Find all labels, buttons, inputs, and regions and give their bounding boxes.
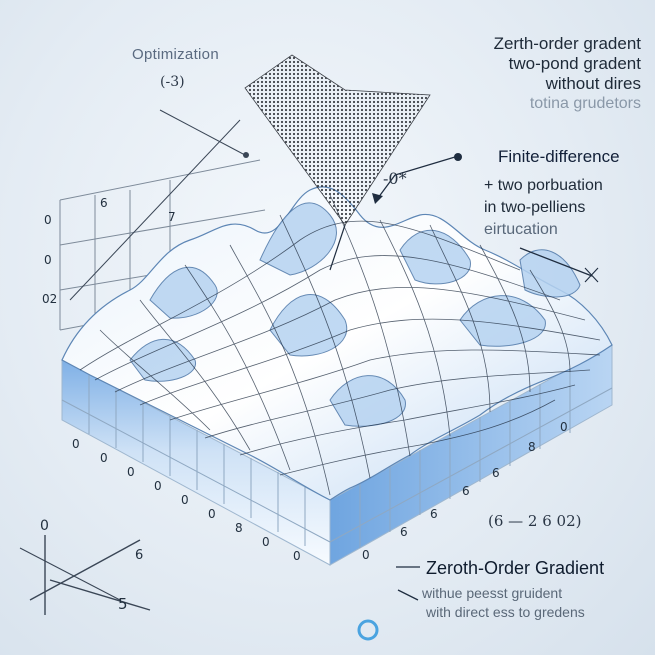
right-text-line-4: totina grudetors — [529, 95, 641, 112]
front-tick-label: 0 — [127, 465, 135, 479]
side-tick-label: 0 — [560, 420, 568, 434]
side-tick-label: 6 — [430, 507, 438, 521]
base-block — [61, 344, 613, 566]
left-axis-label: 7 — [168, 210, 176, 224]
ring-icon — [357, 619, 379, 641]
zeroth-order-title: Zeroth-Order Gradient — [426, 558, 605, 578]
finite-line-3: in two-pelliens — [484, 199, 586, 216]
zeroth-order-line-2: withue peesst gruident — [422, 585, 563, 601]
corner-axis-label: 5 — [118, 595, 128, 613]
corner-axes — [19, 535, 151, 615]
front-tick-label: 0 — [262, 535, 270, 549]
front-tick-label: 0 — [181, 493, 189, 507]
corner-axis-label: 6 — [135, 548, 144, 563]
left-axis-label: 02 — [42, 292, 58, 306]
gradient-cone — [244, 54, 431, 271]
right-text-line-3: without dires — [545, 74, 641, 93]
side-tick-label: 6 — [462, 484, 470, 498]
wavy-surface — [61, 186, 613, 501]
left-axis-label: 0 — [44, 253, 52, 267]
pointer-arrows — [372, 153, 599, 601]
front-tick-label: 0 — [362, 548, 370, 562]
left-formula: (-3) — [160, 74, 185, 90]
front-tick-label: 8 — [235, 521, 243, 535]
side-tick-label: 6 — [492, 466, 500, 480]
finite-difference-title: Finite-difference — [498, 147, 620, 166]
front-tick-label: 0 — [100, 451, 108, 465]
front-tick-label: 0 — [72, 437, 80, 451]
left-axis-label: 6 — [100, 196, 108, 210]
marker-label: -0* — [383, 169, 407, 188]
right-text-line-1: Zerth-order gradent — [493, 34, 641, 53]
finite-line-4: eirtucation — [484, 221, 558, 238]
left-axis-label: 0 — [44, 213, 52, 227]
front-tick-label: 0 — [154, 479, 162, 493]
bottom-formula: (6 — 2 6 02) — [488, 512, 582, 530]
optimization-label: Optimization — [132, 46, 219, 63]
front-tick-label: 0 — [293, 549, 301, 563]
finite-line-2: + two porbuation — [484, 177, 603, 194]
front-tick-label: 0 — [208, 507, 216, 521]
right-text-line-2: two-pond gradent — [508, 54, 641, 73]
corner-axis-label: 0 — [40, 518, 49, 534]
side-tick-label: 6 — [400, 525, 408, 539]
side-tick-label: 8 — [528, 440, 536, 454]
zeroth-order-line-3: with direct ess to gredens — [426, 604, 585, 620]
